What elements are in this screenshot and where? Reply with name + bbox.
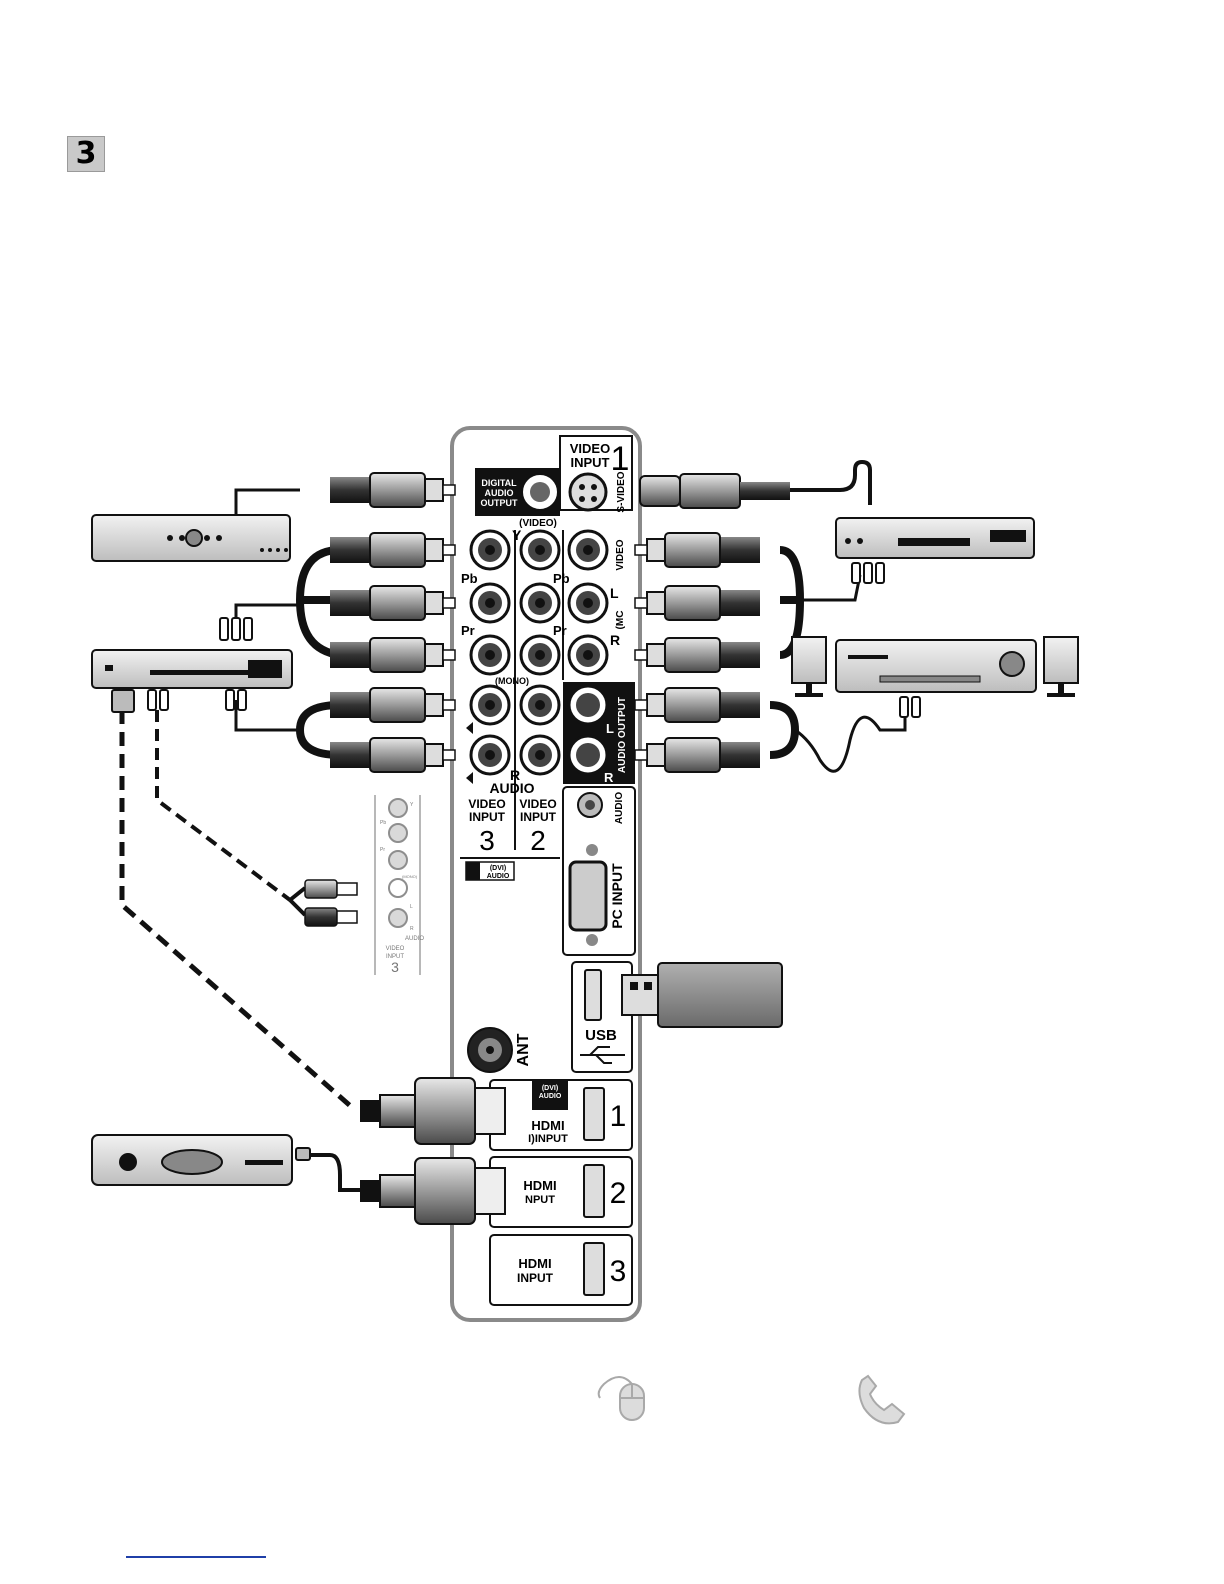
svg-text:USB: USB	[585, 1027, 617, 1044]
svg-text:R: R	[604, 770, 614, 785]
hdmi-plug-2	[360, 1158, 505, 1224]
svg-text:INPUT: INPUT	[520, 810, 557, 824]
audio-dashed-cable	[157, 710, 290, 900]
svg-text:DIGITAL: DIGITAL	[481, 478, 517, 488]
svg-text:HDMI: HDMI	[531, 1118, 564, 1133]
hdmi-input-3: HDMI INPUT 3	[490, 1235, 632, 1305]
cable-box-device	[92, 515, 290, 561]
dvd-player-device	[92, 650, 292, 688]
svg-text:AUDIO: AUDIO	[539, 1093, 562, 1100]
video-input-3-inset: Y Pb Pr (MONO) L R AUDIO VIDEO INPUT 3	[375, 795, 424, 975]
svg-text:HDMI: HDMI	[523, 1178, 556, 1193]
svg-text:(MC: (MC	[615, 611, 626, 630]
svg-text:Y: Y	[410, 802, 414, 808]
svg-text:OUTPUT: OUTPUT	[481, 498, 519, 508]
svideo-jack: S-VIDEO	[570, 471, 627, 512]
svg-text:Pr: Pr	[553, 623, 567, 638]
usb-flash-drive	[622, 963, 782, 1027]
audio-cable-right	[770, 705, 795, 755]
speaker-right	[1044, 637, 1078, 697]
svg-text:INPUT: INPUT	[469, 810, 506, 824]
svg-text:AUDIO: AUDIO	[614, 792, 625, 824]
dvi-audio-tag: (DVI) AUDIO	[466, 862, 514, 880]
svg-text:HDMI: HDMI	[518, 1256, 551, 1271]
av-receiver-device	[836, 640, 1036, 692]
svg-text:Pb: Pb	[461, 571, 478, 586]
svg-text:(MONO): (MONO)	[402, 874, 418, 879]
svg-text:R: R	[410, 926, 414, 932]
svg-text:(DVI): (DVI)	[542, 1085, 558, 1092]
svg-text:AUDIO: AUDIO	[487, 873, 510, 880]
inset-rca-plugs	[290, 880, 357, 926]
svg-text:VIDEO: VIDEO	[386, 946, 405, 952]
svg-text:INPUT: INPUT	[571, 455, 610, 470]
svg-text:AUDIO OUTPUT: AUDIO OUTPUT	[617, 697, 628, 773]
svg-text:3: 3	[610, 1255, 627, 1288]
hdmi-input-2: HDMI NPUT 2	[490, 1157, 632, 1227]
mouse-icon	[599, 1377, 644, 1420]
audio-output-wave	[795, 710, 905, 771]
svg-text:ANT: ANT	[515, 1033, 532, 1066]
svg-text:VIDEO: VIDEO	[519, 797, 556, 811]
hdmi-input-1: (DVI) AUDIO HDMI I)INPUT 1	[490, 1080, 632, 1150]
audio-output-block: L R AUDIO OUTPUT	[563, 682, 635, 785]
antenna-jack: ANT	[468, 1028, 532, 1072]
svg-text:Y: Y	[512, 527, 522, 543]
svg-text:R: R	[610, 632, 620, 648]
svg-text:AUDIO: AUDIO	[485, 488, 514, 498]
svg-text:PC INPUT: PC INPUT	[609, 863, 625, 929]
svg-text:L: L	[606, 721, 614, 736]
svg-text:Pb: Pb	[380, 820, 386, 826]
svg-text:VIDEO: VIDEO	[615, 539, 626, 570]
svg-text:Pr: Pr	[380, 847, 385, 853]
svg-text:VIDEO: VIDEO	[570, 441, 610, 456]
svg-text:(DVI): (DVI)	[490, 865, 506, 872]
svg-text:AUDIO: AUDIO	[405, 936, 424, 942]
digital-audio-cable	[236, 490, 300, 515]
svg-text:(VIDEO): (VIDEO)	[519, 518, 557, 529]
pc-input-block: AUDIO PC INPUT	[563, 787, 635, 955]
svg-text:I)INPUT: I)INPUT	[528, 1133, 568, 1145]
svg-text:INPUT: INPUT	[517, 1271, 554, 1285]
svg-text:L: L	[410, 904, 413, 910]
svg-text:VIDEO: VIDEO	[468, 797, 505, 811]
satellite-receiver-device	[92, 1135, 292, 1185]
svg-text:S-VIDEO: S-VIDEO	[616, 471, 627, 512]
svg-text:2: 2	[530, 825, 546, 856]
svg-text:2: 2	[610, 1177, 627, 1210]
speaker-left	[792, 637, 826, 697]
bottom-underline-link[interactable]	[126, 1556, 266, 1558]
svg-text:L: L	[610, 585, 619, 601]
svg-text:Pr: Pr	[461, 623, 475, 638]
hdmi-plug-1	[360, 1078, 505, 1144]
svg-text:1: 1	[610, 1100, 627, 1133]
phone-icon	[859, 1376, 904, 1423]
svg-text:3: 3	[391, 959, 399, 975]
svideo-cable	[790, 462, 870, 505]
svg-text:AUDIO: AUDIO	[489, 780, 534, 796]
svg-text:3: 3	[479, 825, 495, 856]
svg-text:Pb: Pb	[553, 571, 570, 586]
svg-text:NPUT: NPUT	[525, 1194, 555, 1206]
svg-text:(MONO): (MONO)	[495, 676, 529, 686]
svideo-plug	[640, 474, 790, 508]
vcr-device	[836, 518, 1034, 558]
